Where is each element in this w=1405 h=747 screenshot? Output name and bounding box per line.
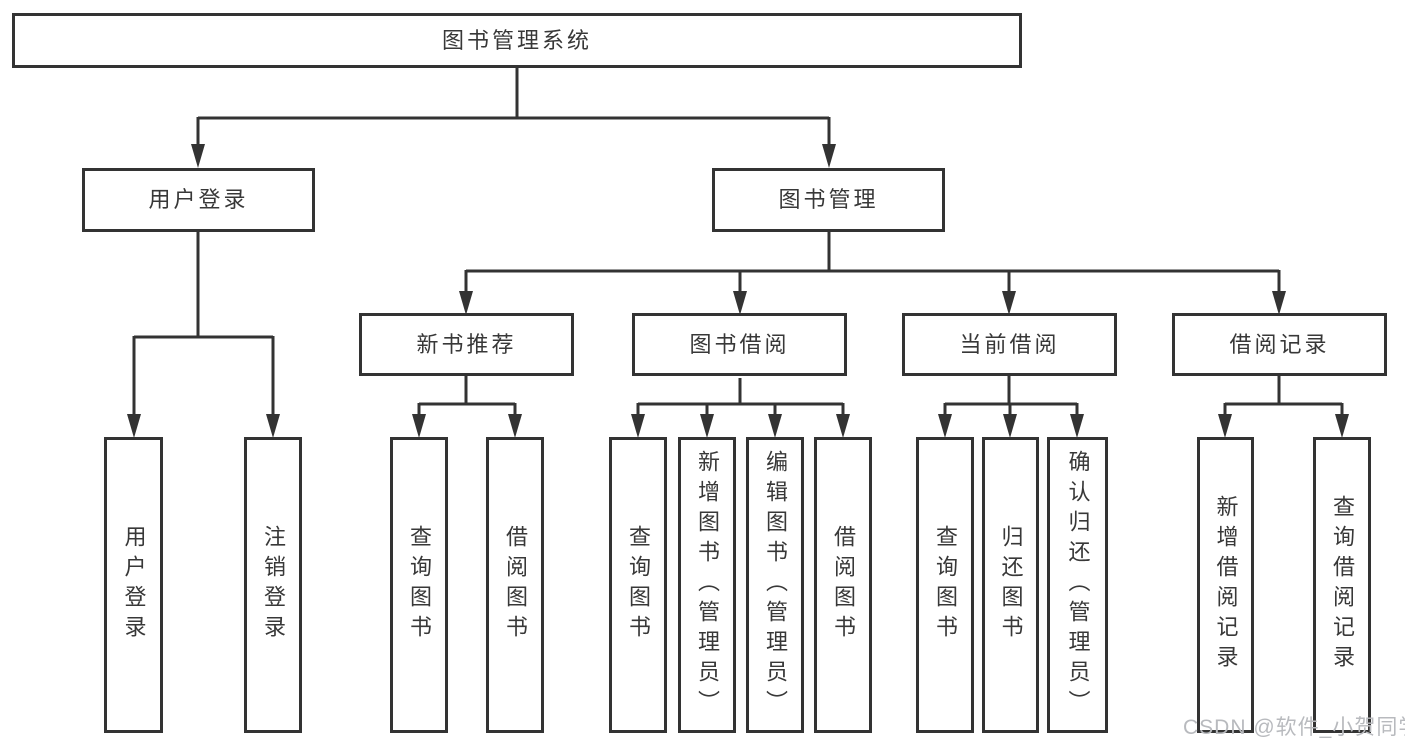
node-label: 新增借阅记录 xyxy=(1213,495,1239,675)
leaf-logout-login: 注销登录 xyxy=(244,437,302,733)
connector-new-book-recommendation-to-leaves xyxy=(412,376,522,438)
node-label: 归还图书 xyxy=(998,525,1024,645)
node-book-borrowing: 图书借阅 xyxy=(632,313,847,376)
leaf-query-books-recommend: 查询图书 xyxy=(390,437,448,733)
leaf-edit-books-admin: 编辑图书（管理员） xyxy=(746,437,804,733)
node-label: 用户登录 xyxy=(121,525,147,645)
leaf-borrow-books-recommend: 借阅图书 xyxy=(486,437,544,733)
node-label: 查询图书 xyxy=(407,525,432,645)
connector-root-to-level2 xyxy=(191,68,836,168)
node-label: 查询借阅记录 xyxy=(1330,495,1355,675)
node-label: 图书管理 xyxy=(778,187,879,212)
connector-current-borrowing-to-leaves xyxy=(938,376,1084,438)
leaf-borrow-books: 借阅图书 xyxy=(814,437,872,733)
leaf-add-books-admin: 新增图书（管理员） xyxy=(678,437,736,733)
node-label: 编辑图书（管理员） xyxy=(763,450,788,720)
connector-user-login-to-leaves xyxy=(127,232,280,438)
leaf-add-borrow-record: 新增借阅记录 xyxy=(1197,437,1254,733)
leaf-user-login: 用户登录 xyxy=(104,437,163,733)
node-label: 借阅图书 xyxy=(503,525,528,645)
node-label: 借阅图书 xyxy=(831,525,856,645)
leaf-return-books: 归还图书 xyxy=(982,437,1039,733)
leaf-query-books-current: 查询图书 xyxy=(916,437,974,733)
leaf-confirm-return-admin: 确认归还（管理员） xyxy=(1047,437,1108,733)
node-label: 图书管理系统 xyxy=(441,27,592,53)
node-label: 新书推荐 xyxy=(416,331,517,357)
node-new-book-recommendation: 新书推荐 xyxy=(359,313,574,376)
watermark-text: CSDN @软件_小贺同学 xyxy=(1183,716,1405,739)
leaf-query-books-borrow: 查询图书 xyxy=(609,437,667,733)
node-label: 确认归还（管理员） xyxy=(1065,450,1091,720)
node-label: 新增图书（管理员） xyxy=(695,450,720,720)
node-label: 借阅记录 xyxy=(1229,331,1330,357)
node-book-management: 图书管理 xyxy=(712,168,945,232)
leaf-query-borrow-record: 查询借阅记录 xyxy=(1313,437,1371,733)
node-borrowing-records: 借阅记录 xyxy=(1172,313,1387,376)
node-label: 查询图书 xyxy=(626,525,651,645)
connector-borrowing-records-to-leaves xyxy=(1218,376,1349,438)
node-current-borrowing: 当前借阅 xyxy=(902,313,1117,376)
node-label: 图书借阅 xyxy=(689,331,790,357)
node-label: 查询图书 xyxy=(933,525,958,645)
node-label: 当前借阅 xyxy=(959,331,1060,357)
node-user-login: 用户登录 xyxy=(82,168,315,232)
node-label: 注销登录 xyxy=(261,525,286,645)
connector-book-borrowing-to-leaves xyxy=(631,378,850,438)
node-label: 用户登录 xyxy=(148,187,249,212)
node-library-management-system: 图书管理系统 xyxy=(12,13,1022,68)
connector-book-management-to-level3 xyxy=(459,232,1286,315)
